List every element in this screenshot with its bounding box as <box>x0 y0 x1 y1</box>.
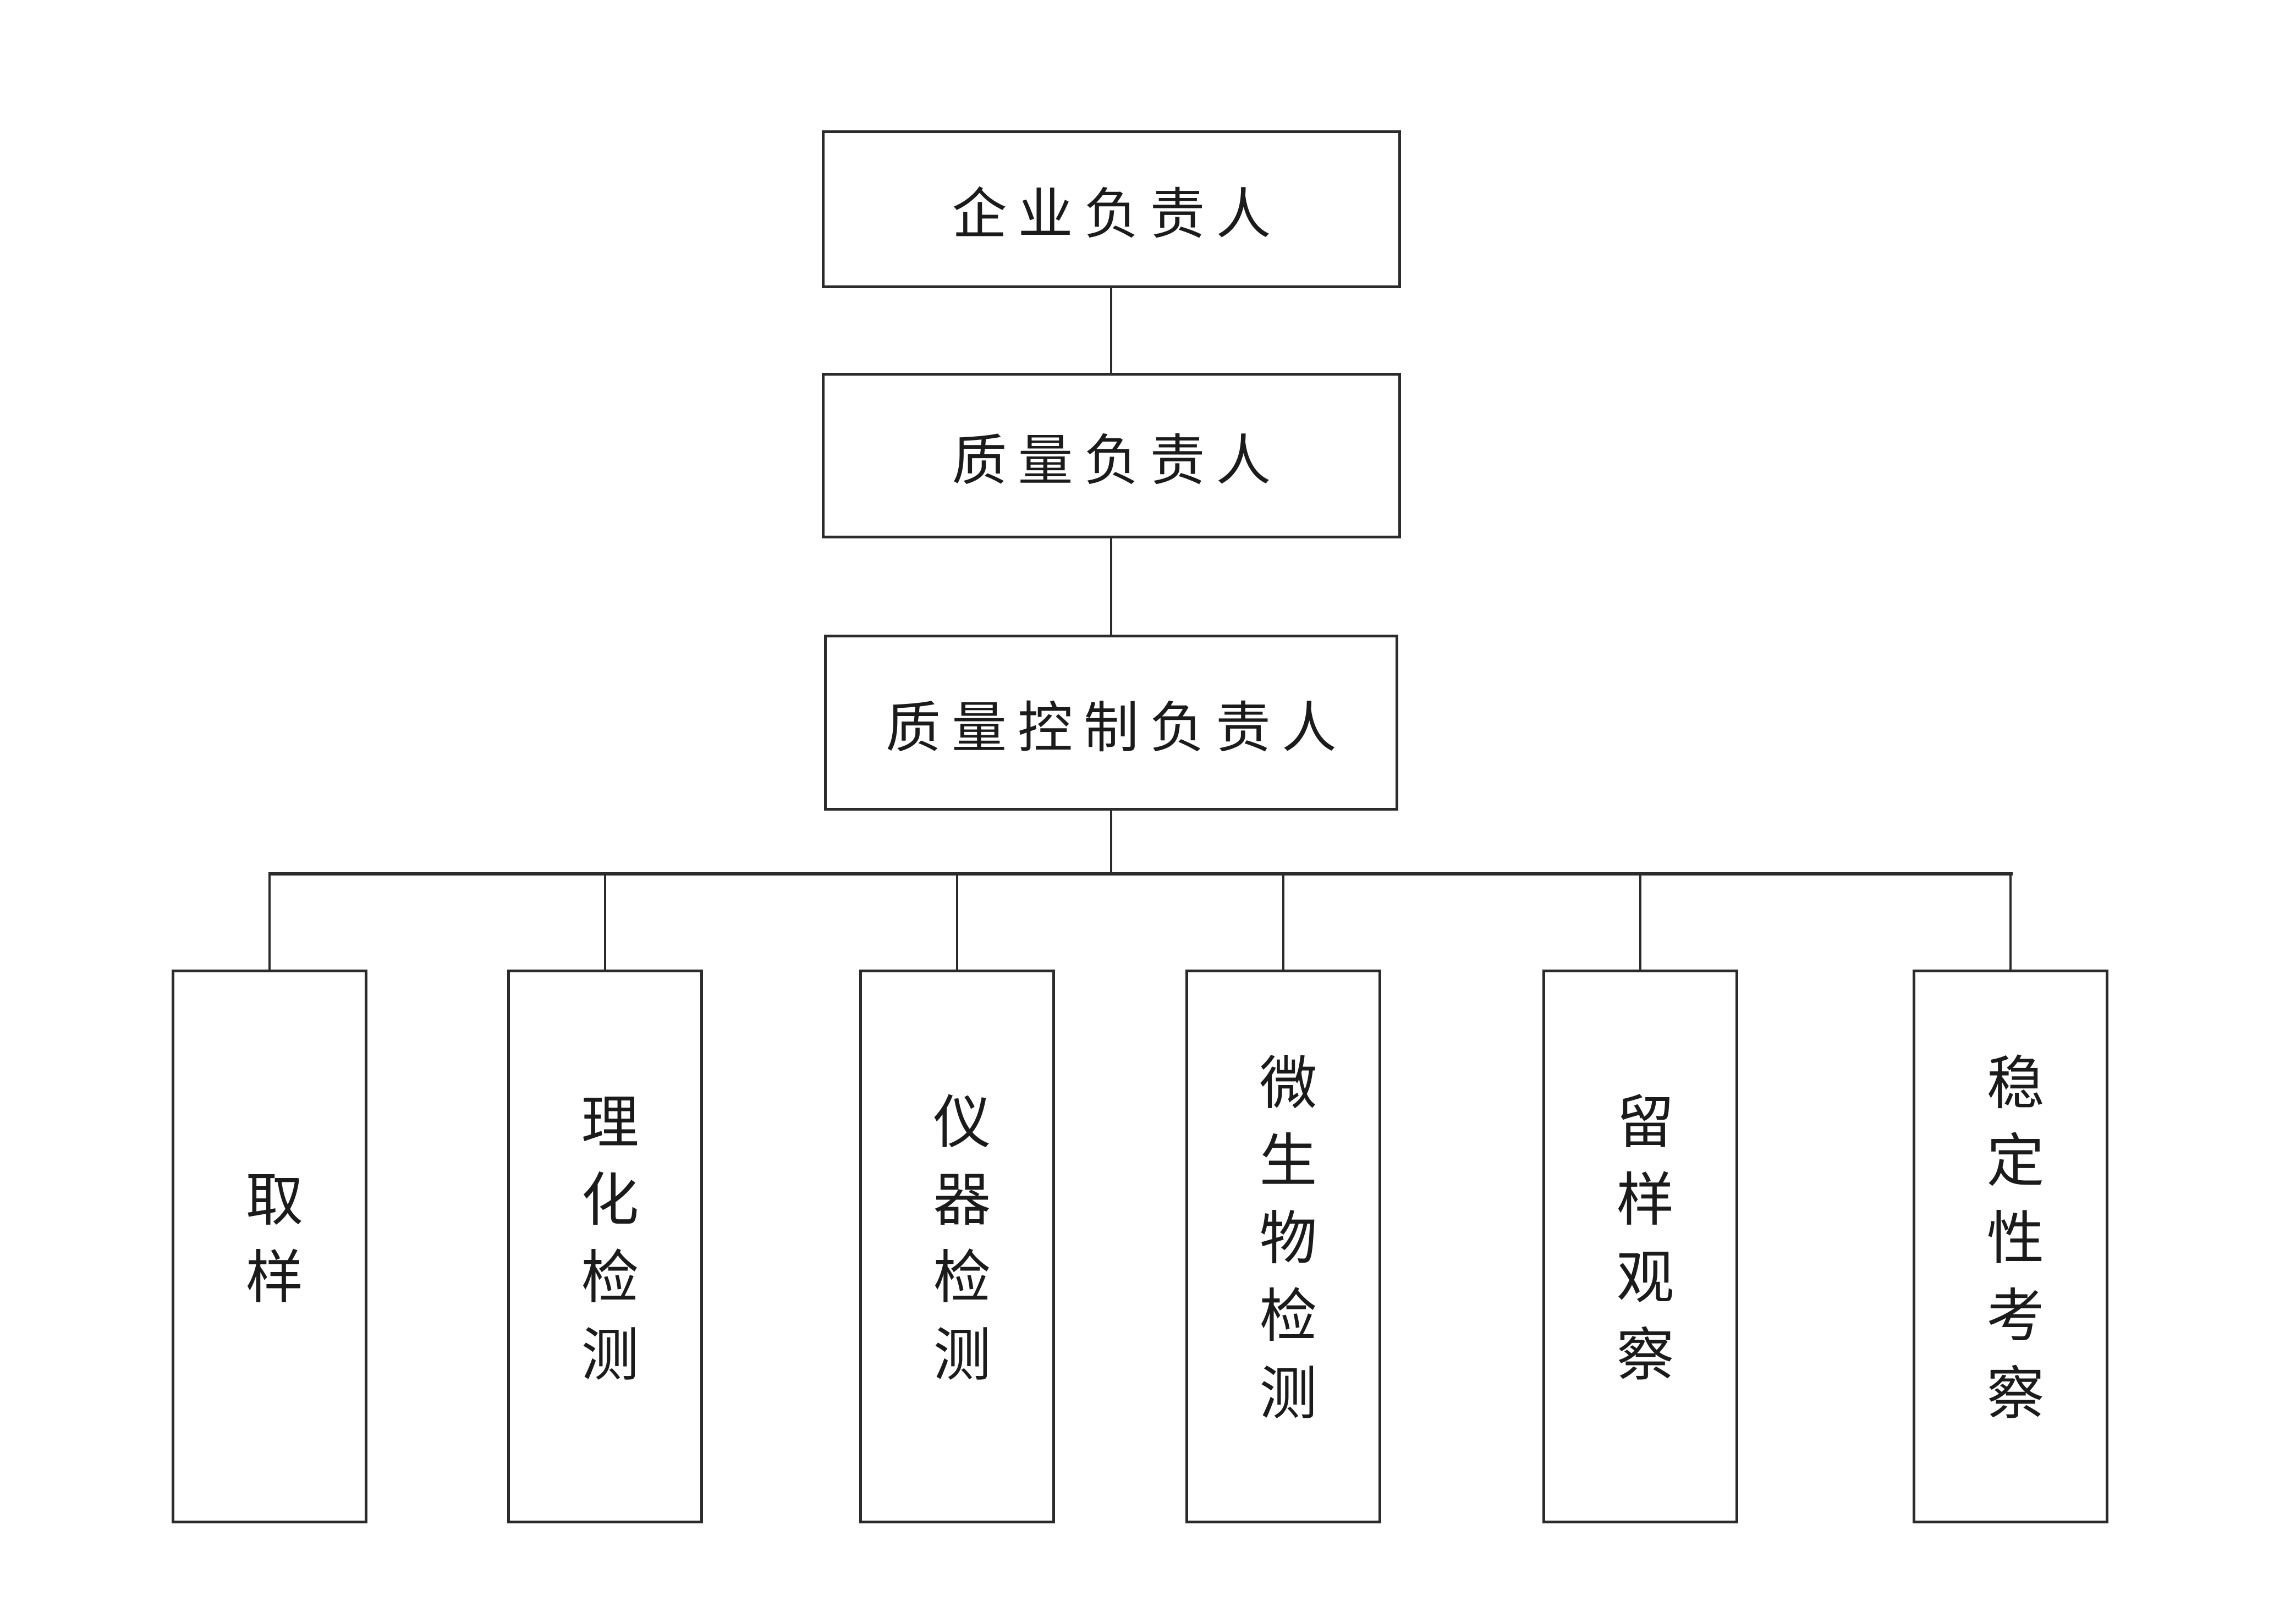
connector-l2-l3 <box>1110 538 1112 635</box>
connector-stub-instrument-testing <box>956 875 958 970</box>
node-instrument-testing: 仪器检测 <box>859 970 1055 1523</box>
node-quality-leader: 质量负责人 <box>822 373 1401 538</box>
node-enterprise-leader: 企业负责人 <box>822 130 1401 288</box>
node-quality-leader-label: 质量负责人 <box>952 428 1282 493</box>
node-stability-study: 稳定性考察 <box>1913 970 2108 1523</box>
connector-l3-bus <box>1110 811 1112 874</box>
connector-stub-retained-sample-observation <box>1639 875 1641 970</box>
node-enterprise-leader-label: 企业负责人 <box>952 182 1282 246</box>
connector-l1-l2 <box>1110 288 1112 373</box>
node-sampling: 取样 <box>172 970 367 1523</box>
connector-stub-physicochemical-testing <box>604 875 606 970</box>
node-instrument-testing-label: 仪器检测 <box>924 1091 991 1402</box>
node-microbiological-testing-label: 微生物检测 <box>1250 1053 1317 1440</box>
node-physicochemical-testing: 理化检测 <box>507 970 703 1523</box>
connector-stub-stability-study <box>2009 875 2012 970</box>
node-quality-control-leader-label: 质量控制负责人 <box>886 695 1348 760</box>
node-quality-control-leader: 质量控制负责人 <box>824 635 1398 811</box>
node-physicochemical-testing-label: 理化检测 <box>572 1091 639 1402</box>
connector-horizontal-bus <box>268 872 2013 876</box>
node-retained-sample-observation-label: 留样观察 <box>1607 1091 1674 1402</box>
node-microbiological-testing: 微生物检测 <box>1185 970 1381 1523</box>
node-retained-sample-observation: 留样观察 <box>1542 970 1738 1523</box>
node-stability-study-label: 稳定性考察 <box>1977 1053 2044 1440</box>
connector-stub-microbiological-testing <box>1282 875 1284 970</box>
node-sampling-label: 取样 <box>236 1169 303 1324</box>
connector-stub-sampling <box>268 875 271 970</box>
